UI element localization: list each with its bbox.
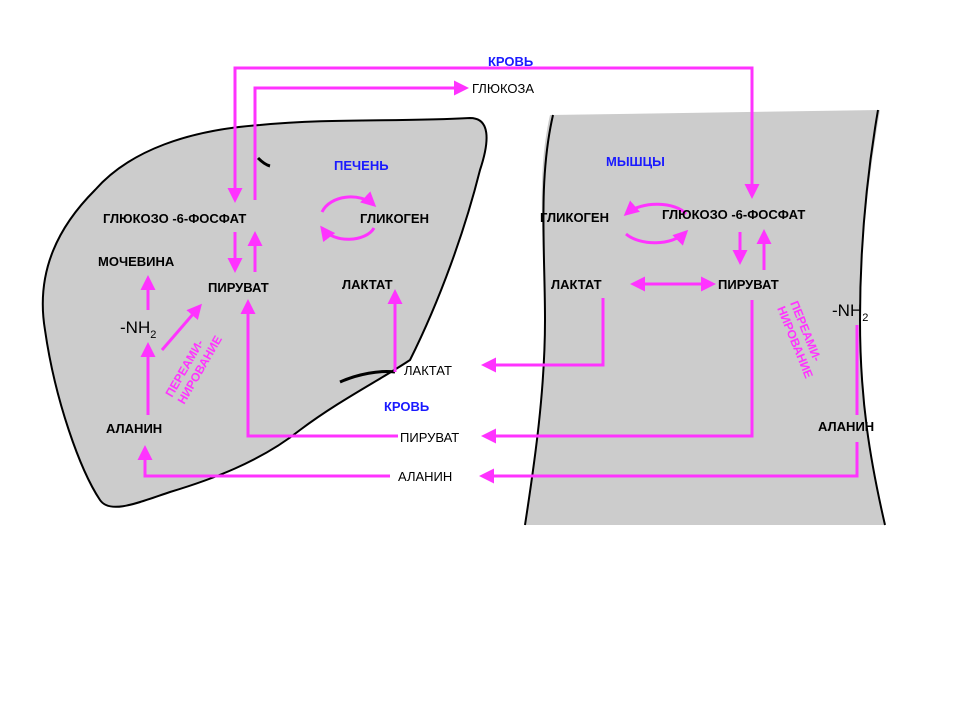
arrow-glycogen-to-g6p-liver (320, 225, 376, 243)
arrow-blood-to-liver-g6p (227, 66, 470, 203)
blood-middle-label: КРОВЬ (384, 399, 429, 414)
muscle-outline-left (524, 114, 554, 526)
liver-urea-label: МОЧЕВИНА (98, 254, 175, 269)
blood-top-label: КРОВЬ (488, 54, 533, 69)
arrow-muscle-pyruvate-to-blood (481, 300, 754, 444)
muscle-title: МЫШЦЫ (606, 154, 665, 169)
arrow-liver-g6p-to-glucose (253, 80, 469, 200)
muscle-shape (525, 110, 885, 525)
blood-lactate-label: ЛАКТАТ (404, 363, 452, 378)
liver-alanine-label: АЛАНИН (106, 421, 162, 436)
liver-title: ПЕЧЕНЬ (334, 158, 389, 173)
blood-alanine-label: АЛАНИН (398, 469, 452, 484)
liver-pyruvate-label: ПИРУВАТ (208, 280, 269, 295)
muscle-pyruvate-label: ПИРУВАТ (718, 277, 779, 292)
muscle-glycogen-label: ГЛИКОГЕН (540, 210, 609, 225)
liver-nh2-label: -NH2 (120, 318, 156, 341)
liver-notch-bottom (339, 370, 396, 384)
arrow-g6p-to-glycogen-liver (320, 191, 377, 213)
muscle-outline-right (858, 109, 886, 526)
arrow-pyruvate-blood-to-liver (240, 299, 398, 438)
muscle-nh2-label: -NH2 (832, 301, 868, 324)
blood-pyruvate-label: ПИРУВАТ (400, 430, 459, 445)
glucose-label: ГЛЮКОЗА (472, 81, 534, 96)
liver-notch-top (256, 156, 271, 168)
arrow-muscle-lactate-to-blood (481, 298, 605, 373)
muscle-lactate-label: ЛАКТАТ (551, 277, 602, 292)
liver-g6p-label: ГЛЮКОЗО -6-ФОСФАТ (103, 211, 246, 226)
arrow-g6p-to-glycogen-muscle (623, 200, 688, 216)
liver-shape (41, 116, 488, 508)
liver-glycogen-label: ГЛИКОГЕН (360, 211, 429, 226)
arrow-blood-to-muscle-g6p (470, 66, 760, 199)
muscle-g6p-label: ГЛЮКОЗО -6-ФОСФАТ (662, 207, 805, 222)
arrow-alanine-blood-to-liver (137, 445, 390, 478)
arrow-glycogen-to-g6p-muscle (625, 229, 689, 246)
arrow-transamination-liver (160, 303, 202, 351)
arrow-muscle-alanine-to-blood (479, 442, 859, 484)
muscle-alanine-label: АЛАНИН (818, 419, 874, 434)
liver-lactate-label: ЛАКТАТ (342, 277, 393, 292)
